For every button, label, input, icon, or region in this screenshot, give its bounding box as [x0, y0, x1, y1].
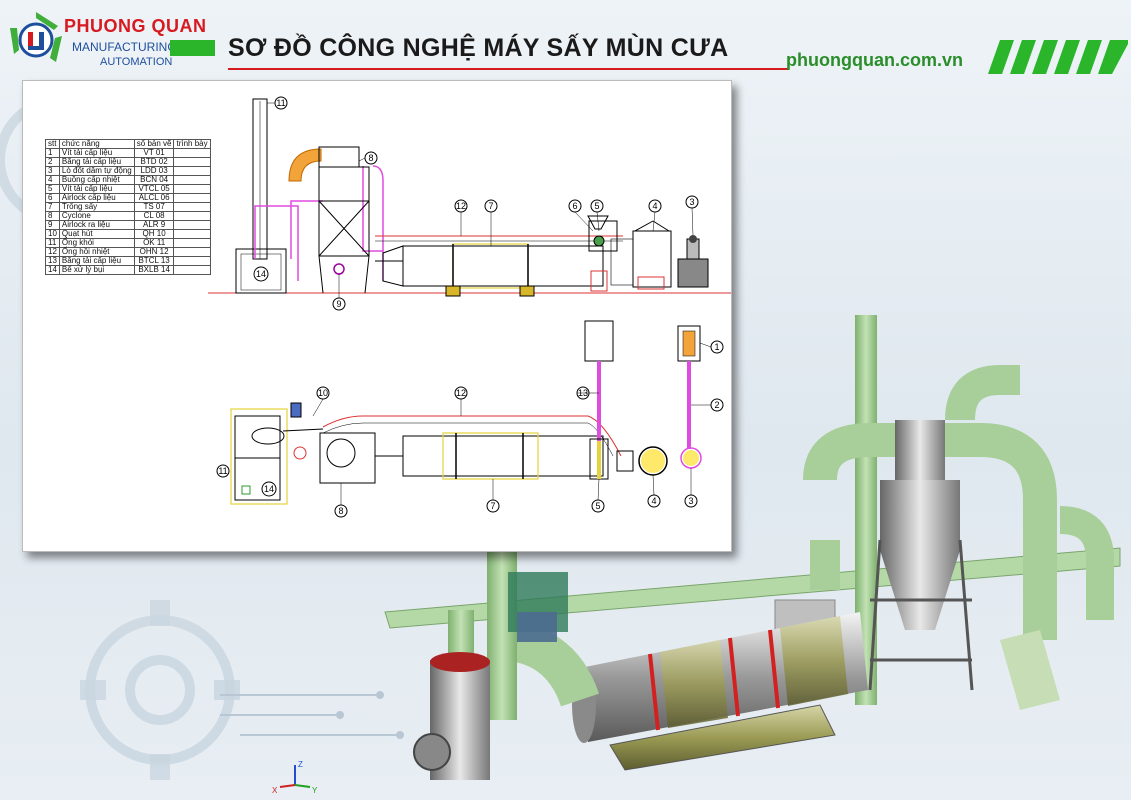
- drawing-sheet: 11 8 12 7 6 5 4 3 14 9 1 2 13 12 10 11 1…: [22, 80, 732, 552]
- cyclone-cone: [880, 480, 960, 630]
- svg-text:12: 12: [456, 201, 466, 211]
- page-title: SƠ ĐỒ CÔNG NGHỆ MÁY SẤY MÙN CƯA: [228, 34, 729, 62]
- green-accent-bar: [170, 40, 215, 56]
- callout-elev-7: 7: [484, 199, 498, 213]
- callout-plan-7: 7: [486, 499, 500, 513]
- schematic-drawing: 11 8 12 7 6 5 4 3 14 9 1 2 13 12 10 11 1…: [208, 96, 731, 518]
- legend-cell-empty: [173, 193, 211, 203]
- svg-text:9: 9: [336, 299, 341, 309]
- brand-tagline-2: AUTOMATION: [100, 56, 173, 68]
- legend-cell-empty: [173, 148, 211, 158]
- legend-cell-empty: [173, 184, 211, 194]
- rotary-dryer-drum: [572, 612, 868, 743]
- brand-name: PHUONG QUAN: [64, 16, 207, 36]
- callout-plan-5: 5: [591, 499, 605, 513]
- svg-text:3: 3: [689, 197, 694, 207]
- callout-elev-12: 12: [454, 199, 468, 213]
- legend-cell-name: Bể xử lý bụi: [58, 265, 135, 275]
- callout-plan-8: 8: [334, 504, 348, 518]
- callout-elev-9: 9: [332, 297, 346, 311]
- callout-elev-8: 8: [364, 151, 378, 165]
- svg-text:7: 7: [490, 501, 495, 511]
- brand-tagline-1: MANUFACTURING: [72, 40, 177, 54]
- svg-text:11: 11: [218, 466, 227, 476]
- callout-plan-14: 14: [261, 481, 277, 497]
- svg-text:7: 7: [488, 201, 493, 211]
- svg-text:8: 8: [338, 506, 343, 516]
- legend-cell-empty: [173, 256, 211, 266]
- callout-elev-6: 6: [568, 199, 582, 213]
- callout-plan-12: 12: [454, 386, 468, 400]
- axis-x-label: X: [272, 786, 278, 795]
- title-underline: [228, 68, 788, 70]
- callout-plan-1: 1: [710, 340, 724, 354]
- legend-cell-empty: [173, 220, 211, 230]
- legend-cell-empty: [173, 247, 211, 257]
- svg-text:3: 3: [688, 496, 693, 506]
- legend-cell-empty: [173, 229, 211, 239]
- svg-text:5: 5: [594, 201, 599, 211]
- header: PHUONG QUAN MANUFACTURING AUTOMATION SƠ …: [0, 0, 1131, 82]
- chimney: [855, 315, 877, 705]
- legend-cell-code: BXLB 14: [133, 265, 175, 275]
- phuong-quan-logo-icon: [10, 12, 62, 62]
- axis-z-label: Z: [298, 760, 303, 769]
- svg-text:8: 8: [368, 153, 373, 163]
- svg-text:6: 6: [572, 201, 577, 211]
- svg-text:10: 10: [318, 388, 328, 398]
- green-stripes-decor: [988, 40, 1128, 74]
- svg-text:14: 14: [256, 269, 266, 279]
- legend-cell-empty: [173, 265, 211, 275]
- callout-plan-10: 10: [316, 386, 330, 400]
- callout-plan-2: 2: [710, 398, 724, 412]
- legend-cell-empty: [173, 175, 211, 185]
- svg-text:4: 4: [651, 496, 656, 506]
- website-link[interactable]: phuongquan.com.vn: [786, 50, 963, 70]
- svg-text:14: 14: [264, 484, 274, 494]
- legend-cell-empty: [173, 157, 211, 167]
- legend-cell-empty: [173, 166, 211, 176]
- svg-text:11: 11: [276, 98, 285, 108]
- svg-text:2: 2: [714, 400, 719, 410]
- legend-cell-empty: [173, 211, 211, 221]
- elevation-view: [208, 98, 731, 297]
- axis-y-label: Y: [312, 786, 318, 795]
- callout-plan-4: 4: [647, 494, 661, 508]
- exhaust-duct: [803, 423, 1057, 640]
- callout-elev-14: 14: [253, 266, 269, 282]
- callout-elev-3: 3: [685, 195, 699, 209]
- svg-text:4: 4: [652, 201, 657, 211]
- legend-cell-empty: [173, 202, 211, 212]
- callout-elev-5: 5: [590, 199, 604, 213]
- callout-plan-3: 3: [684, 494, 698, 508]
- legend-cell-n: 14: [45, 265, 60, 275]
- cyclone-top: [895, 420, 945, 480]
- svg-text:5: 5: [595, 501, 600, 511]
- drum-base: [609, 704, 836, 771]
- legend-cell-empty: [173, 238, 211, 248]
- svg-text:12: 12: [456, 388, 466, 398]
- callout-plan-11: 11: [216, 464, 230, 478]
- blower-fan-icon: [413, 733, 451, 771]
- plan-view: [230, 320, 702, 505]
- callout-elev-4: 4: [648, 199, 662, 213]
- axis-gizmo-icon: Z X Y: [272, 760, 318, 795]
- legend-header: trình bày: [173, 139, 211, 149]
- svg-text:1: 1: [714, 342, 719, 352]
- callout-elev-11: 11: [274, 96, 288, 110]
